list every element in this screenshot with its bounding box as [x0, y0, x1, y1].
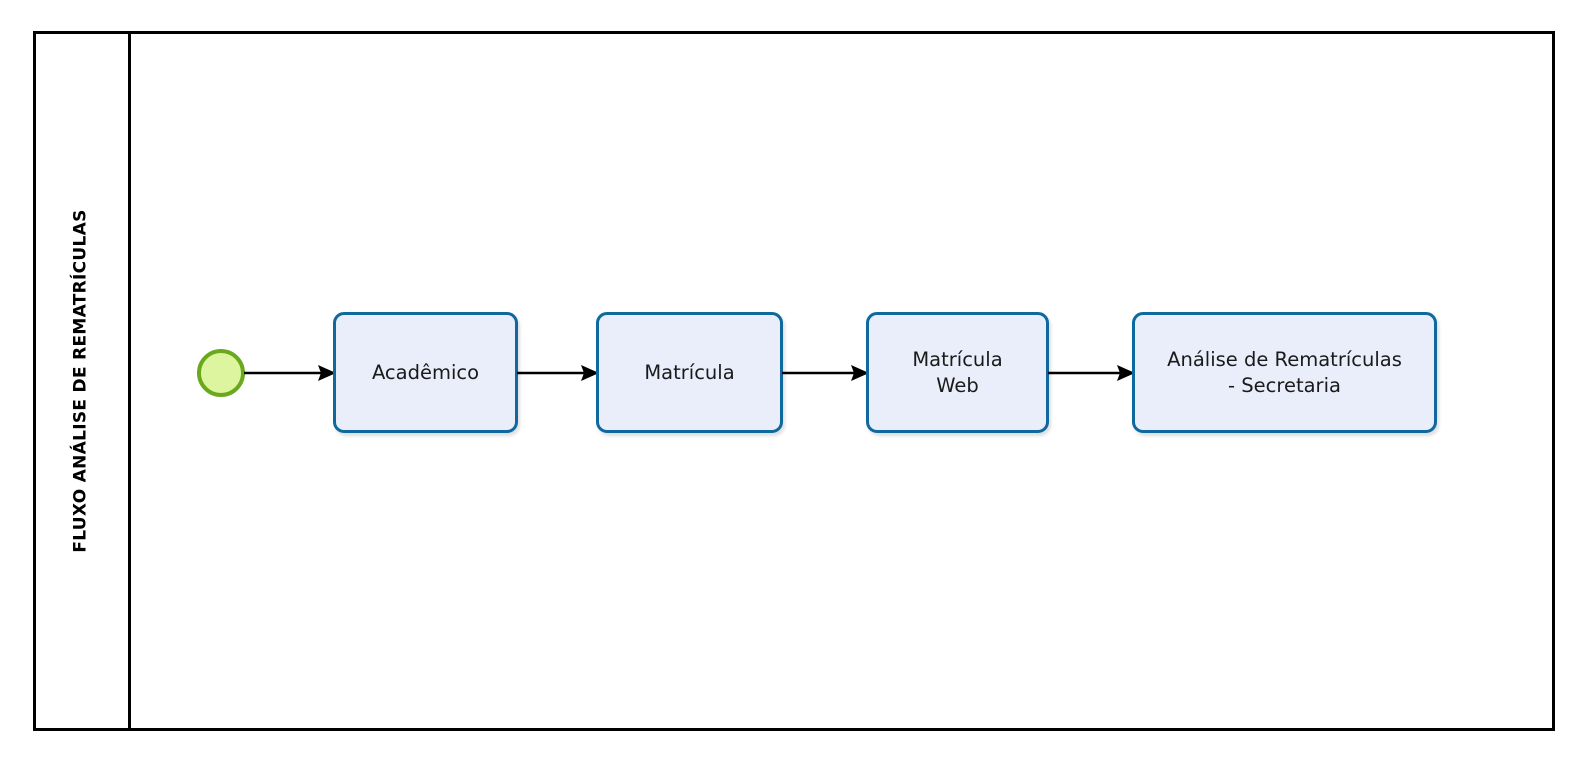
lane-header: FLUXO ANÁLISE DE REMATRÍCULAS: [33, 31, 131, 731]
task-academico-label: Acadêmico: [371, 360, 480, 384]
task-academico[interactable]: Acadêmico: [333, 312, 518, 433]
task-matricula-label: Matrícula: [644, 360, 735, 384]
task-analise-rematriculas-label: Análise de Rematrículas - Secretaria: [1167, 347, 1402, 397]
task-matricula[interactable]: Matrícula: [596, 312, 783, 433]
lane-title: FLUXO ANÁLISE DE REMATRÍCULAS: [70, 209, 91, 553]
task-matricula-web[interactable]: Matrícula Web: [866, 312, 1049, 433]
task-analise-rematriculas[interactable]: Análise de Rematrículas - Secretaria: [1132, 312, 1437, 433]
start-event-circle[interactable]: [197, 349, 245, 397]
task-matricula-web-label: Matrícula Web: [912, 347, 1003, 397]
